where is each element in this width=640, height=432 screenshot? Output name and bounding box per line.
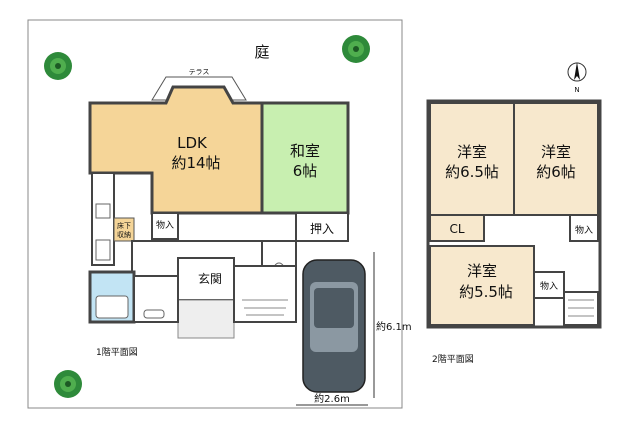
underfloor-label-2: 収納 <box>117 230 131 239</box>
dimension-length: 約6.1m <box>376 320 412 333</box>
washbasin-icon <box>143 309 165 319</box>
stove-icon <box>95 239 111 261</box>
sink-icon <box>95 203 111 219</box>
garden-label: 庭 <box>254 43 269 61</box>
ldk-size: 約14帖 <box>171 154 220 172</box>
monoire-2f-2-label: 物入 <box>540 280 558 292</box>
washitsu-size: 6帖 <box>293 162 318 180</box>
ldk-name: LDK <box>177 134 208 152</box>
compass-icon: N <box>567 62 587 94</box>
stairs <box>233 265 297 323</box>
oshiire-closet <box>295 212 349 242</box>
underfloor-label-1: 床下 <box>117 221 131 230</box>
floor2-outline <box>426 99 602 329</box>
stairs-lines <box>242 299 288 316</box>
yoshitsu-a-name: 洋室 <box>457 143 487 161</box>
floor2: 洋室 約6.5帖 洋室 約6帖 CL 物入 洋室 約5.5帖 物入 2階平面図 <box>426 99 602 365</box>
ldk-room <box>88 85 264 215</box>
cl-label: CL <box>449 222 464 236</box>
genkan-label: 玄関 <box>198 271 222 286</box>
cl-closet <box>429 214 485 242</box>
monoire-2f-1-label: 物入 <box>575 224 593 236</box>
terrace-label: テラス <box>189 68 210 76</box>
monoire-2f-2 <box>533 271 565 299</box>
yoshitsu-c-name: 洋室 <box>467 262 497 280</box>
tree-icon <box>44 52 72 80</box>
yoshitsu-a-size: 約6.5帖 <box>445 163 499 181</box>
site-boundary <box>27 19 403 409</box>
yoshitsu-c-size: 約5.5帖 <box>459 283 513 301</box>
tree-icon <box>54 370 82 398</box>
yoshitsu-b-size: 約6帖 <box>536 163 576 181</box>
floor2-caption: 2階平面図 <box>432 354 474 365</box>
stairs-2f-lines <box>568 299 594 317</box>
oshiire-label: 押入 <box>310 222 334 236</box>
bathtub-icon <box>95 295 129 319</box>
yoshitsu-b-name: 洋室 <box>541 143 571 161</box>
entry-steps <box>177 299 235 339</box>
washitsu-room <box>260 101 350 215</box>
compass-label: N <box>574 86 579 94</box>
dimension-width: 約2.6m <box>314 392 350 405</box>
floor1: 床下 収納 LDK 約14帖 物入 和室 6帖 押入 玄関 1階平面図 <box>88 85 350 358</box>
monoire-2f-1 <box>569 214 599 242</box>
floor1-caption: 1階平面図 <box>96 347 138 358</box>
underfloor-storage <box>113 217 135 242</box>
washitsu-name: 和室 <box>290 142 320 160</box>
monoire-label: 物入 <box>156 219 174 231</box>
tree-icon <box>342 35 370 63</box>
monoire-closet <box>151 212 179 240</box>
car-icon <box>302 259 366 393</box>
yoshitsu-b <box>513 102 599 216</box>
genkan <box>177 257 235 301</box>
